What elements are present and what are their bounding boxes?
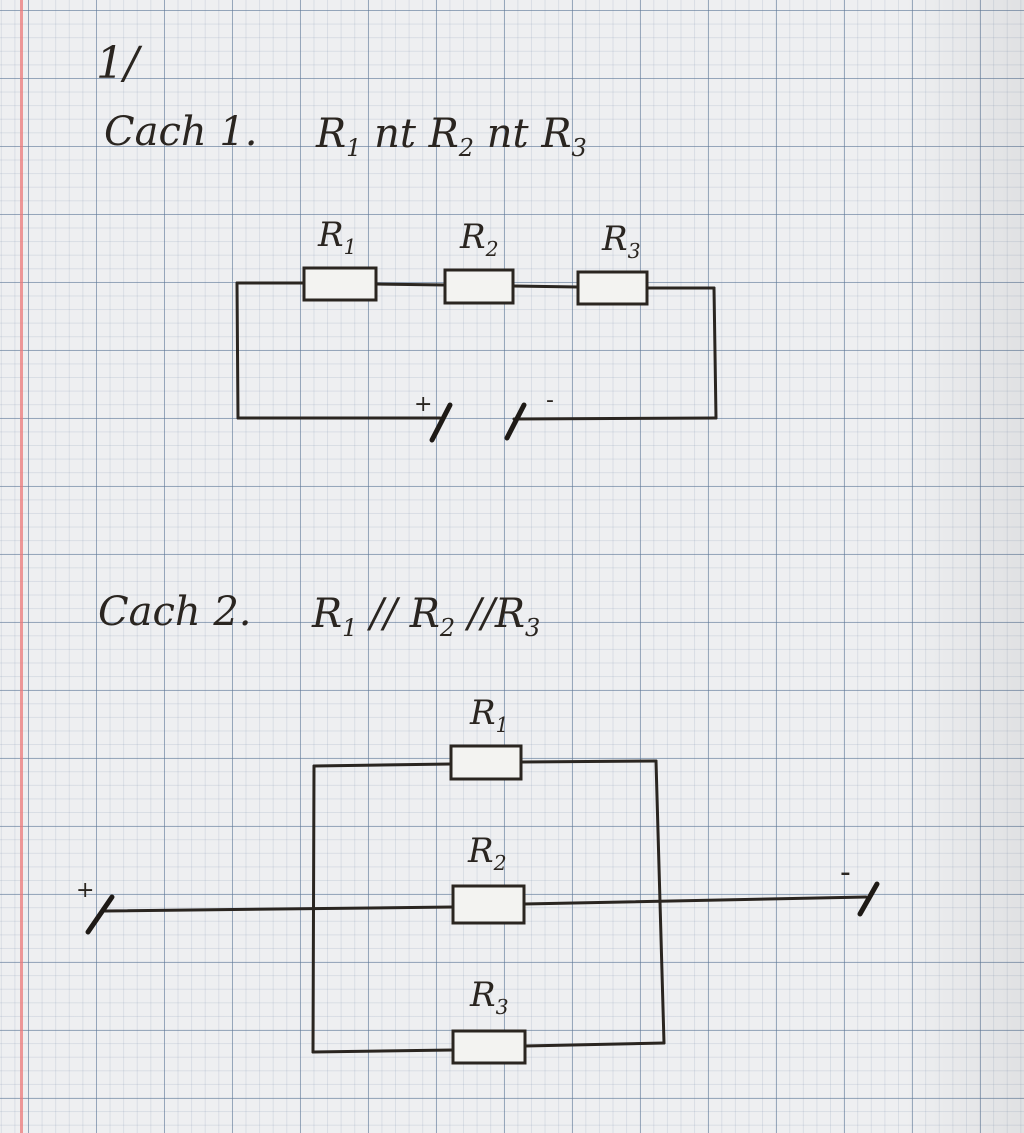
method2-formula-r2: R [409, 591, 440, 637]
method2-resistor-label-1: R1 [470, 696, 509, 735]
method1-minus-sign: - [546, 388, 554, 413]
method1-resistor-label-1: R1 [318, 218, 357, 257]
problem-number: 1/ [96, 38, 139, 89]
method1-series-circuit [235, 266, 718, 443]
method2-resistor-3 [451, 1029, 527, 1065]
method1-heading: Cach 1. [104, 112, 258, 152]
method1-formula-r3-sub: 3 [571, 134, 587, 162]
method2-formula-r1-sub: 1 [342, 614, 358, 642]
method1-wire-bottom-right [512, 416, 718, 421]
method2-formula: R1 // R2 //R3 [312, 594, 540, 640]
method1-formula-r2-sub: 2 [458, 134, 475, 162]
method2-resistor-1 [449, 744, 523, 781]
method2-resistor-label-2: R2 [468, 834, 507, 873]
method1-resistor-label-2: R2 [460, 220, 499, 259]
method1-formula-r2: R [428, 111, 459, 157]
method2-wire-branch3-left [311, 1048, 455, 1054]
method2-formula-op1: // [357, 591, 410, 637]
method1-resistor-2 [443, 268, 515, 305]
method2-minus-sign: - [840, 855, 851, 890]
method2-terminal-plus [85, 894, 115, 935]
method1-wire-r1-r2 [374, 282, 447, 287]
method1-plus-sign: + [414, 392, 433, 417]
method2-wire-branch1-left [312, 762, 453, 768]
method1-r1-sub: 1 [343, 234, 357, 259]
method2-formula-op2: // [455, 591, 495, 637]
method2-r2-sub: 2 [493, 850, 507, 875]
method1-r2-name: R [460, 217, 486, 257]
method1-r2-sub: 2 [485, 236, 499, 261]
method2-resistor-label-3: R3 [470, 978, 509, 1017]
method1-formula-r1-sub: 1 [346, 134, 362, 162]
method1-r3-sub: 3 [627, 238, 641, 263]
method2-r3-name: R [470, 975, 496, 1015]
method1-formula-op2: nt [474, 111, 542, 157]
method2-terminal-minus [857, 881, 880, 917]
method2-formula-r3: R [494, 591, 525, 637]
method2-wire-branch2-left [103, 905, 455, 913]
method1-r3-name: R [602, 219, 628, 259]
method2-r3-sub: 3 [495, 994, 509, 1019]
method2-r2-name: R [468, 831, 494, 871]
method2-formula-r3-sub: 3 [525, 614, 541, 642]
method2-formula-r1: R [312, 591, 343, 637]
method2-wire-branch1-right [519, 759, 658, 764]
method2-heading-text: Cach 2. [98, 589, 252, 635]
method2-resistor-2 [451, 884, 526, 925]
method1-wire-right-side [712, 286, 718, 420]
method2-formula-r2-sub: 2 [439, 614, 456, 642]
method2-plus-sign: + [76, 878, 95, 903]
method1-r1-name: R [318, 215, 344, 255]
method1-resistor-label-3: R3 [602, 222, 641, 261]
method1-resistor-3 [576, 270, 649, 306]
method1-formula-r3: R [541, 111, 572, 157]
red-margin-line [20, 0, 23, 1133]
method2-wire-branch2-right [522, 895, 868, 906]
method1-formula: R1 nt R2 nt R3 [316, 114, 587, 160]
method2-r1-name: R [470, 693, 496, 733]
method1-resistor-1 [302, 266, 378, 302]
method2-wire-branch3-right [523, 1041, 666, 1048]
method1-terminal-plus [429, 402, 453, 443]
method1-terminal-minus [504, 402, 527, 441]
method1-wire-left-side [235, 281, 240, 420]
method1-formula-op1: nt [361, 111, 429, 157]
method2-parallel-circuit [85, 744, 880, 1065]
method2-heading: Cach 2. [98, 592, 252, 632]
method1-heading-text: Cach 1. [104, 109, 258, 155]
method1-wire-r2-r3 [511, 284, 580, 289]
page-shadow [904, 0, 1024, 1133]
method1-formula-r1: R [316, 111, 347, 157]
method2-r1-sub: 1 [495, 712, 509, 737]
